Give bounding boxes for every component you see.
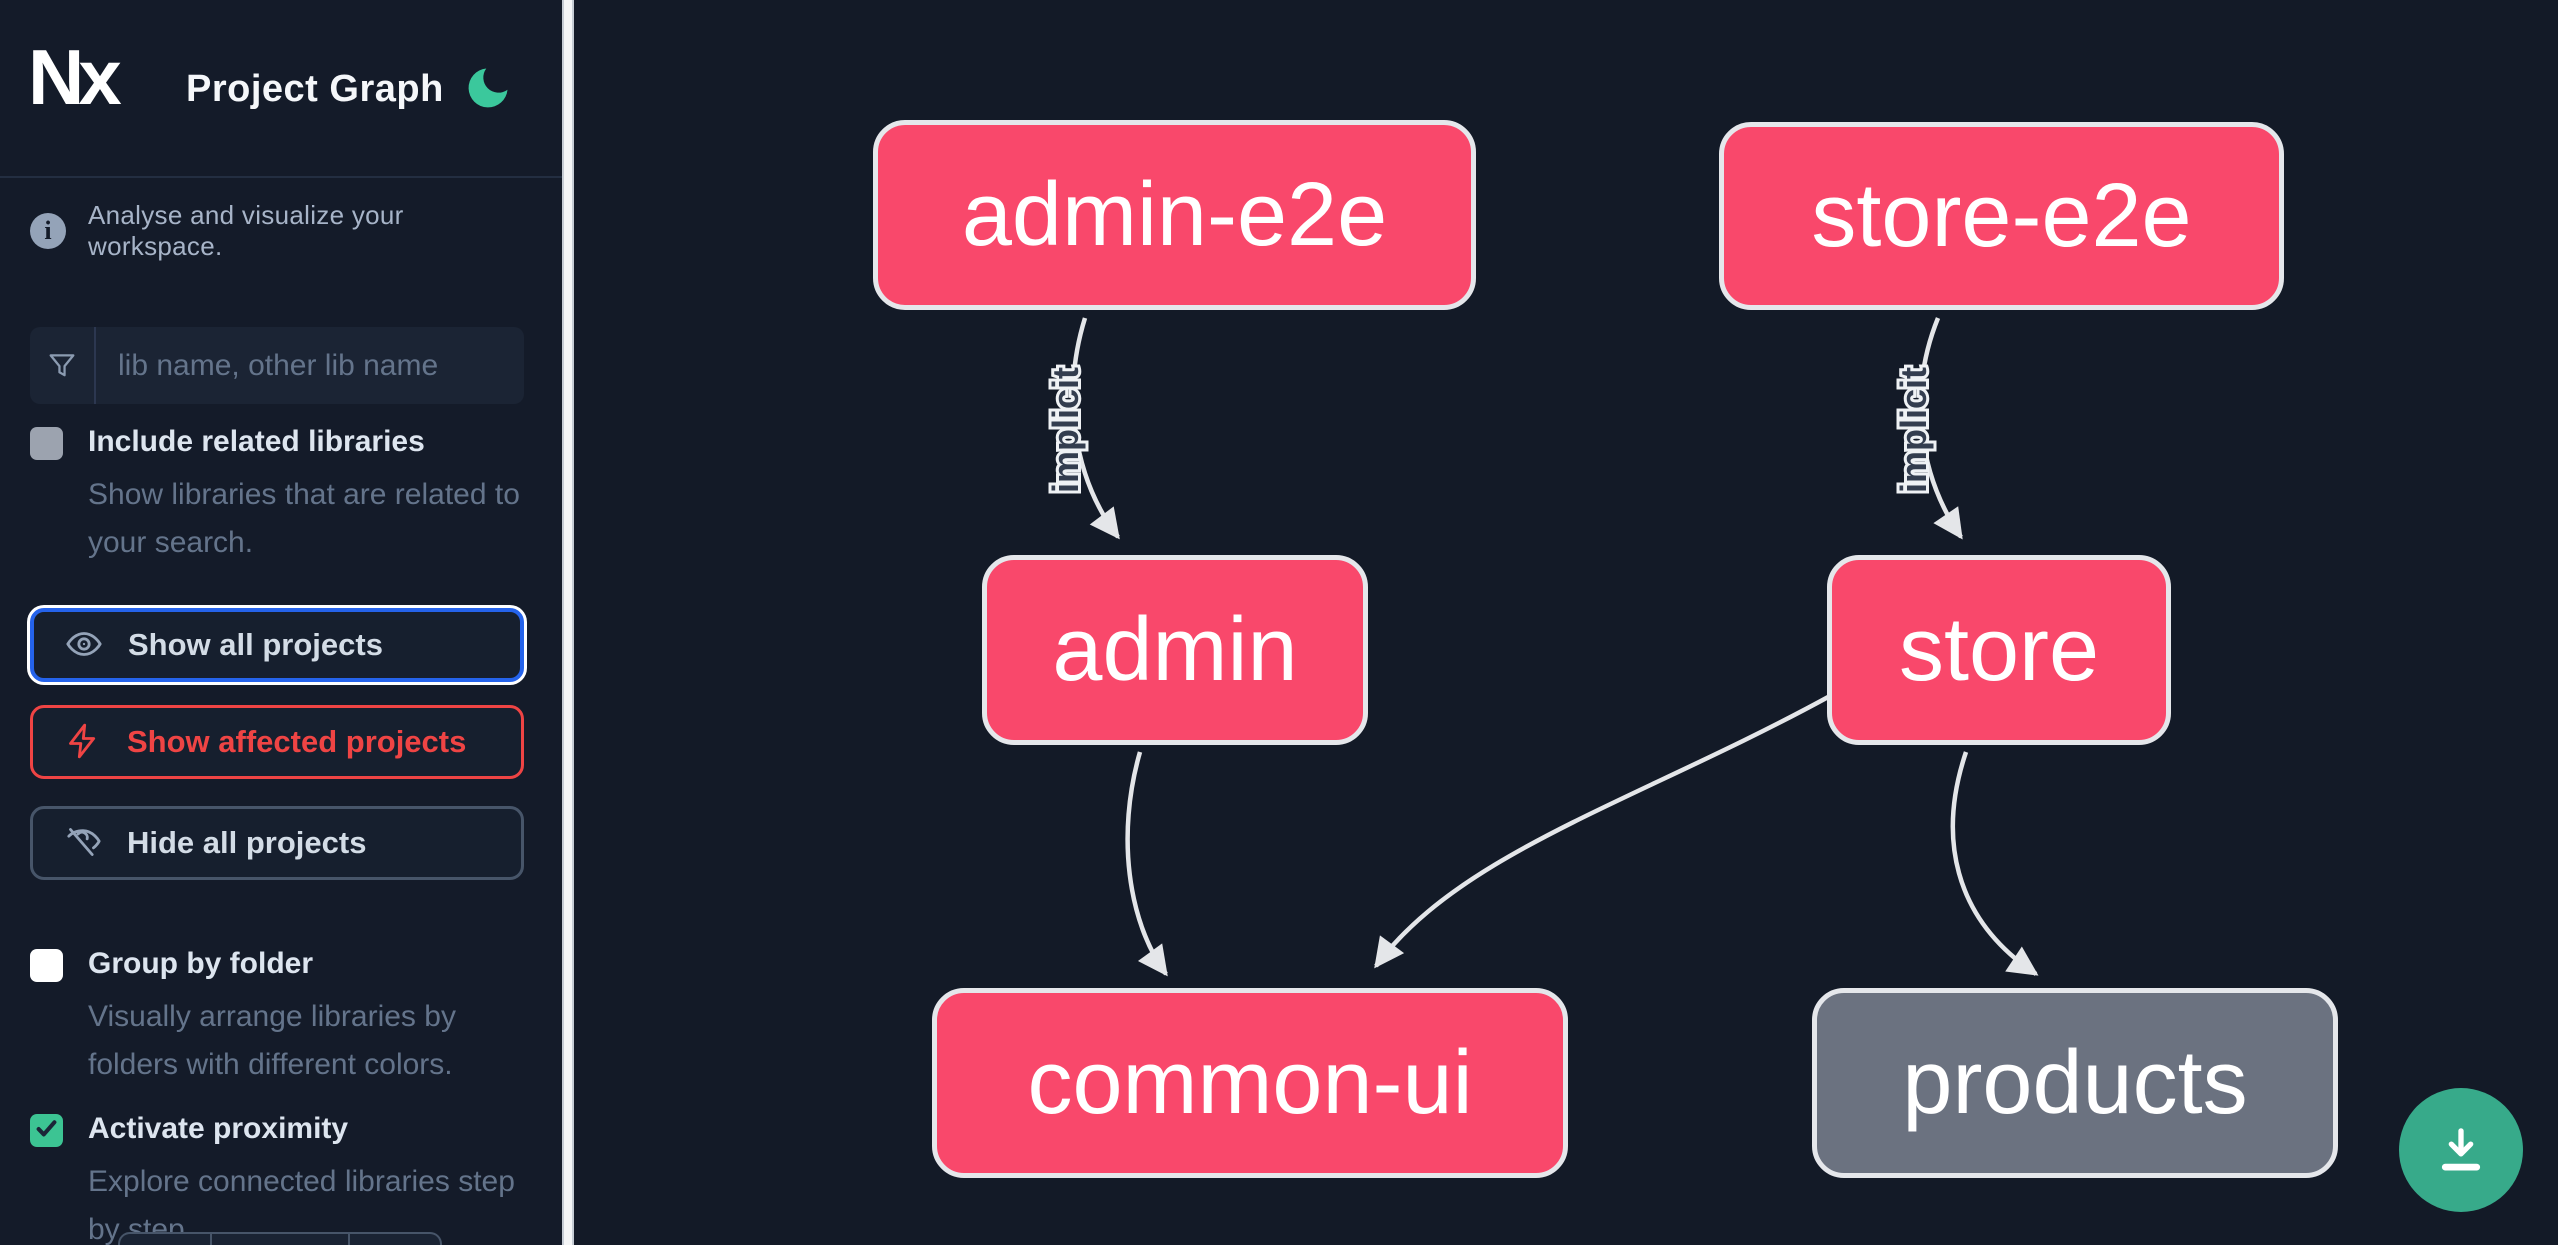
edge-label-implicit: implicit — [1045, 367, 1086, 493]
toggle-description: Explore connected libraries step by step… — [88, 1165, 515, 1245]
depth-increment-button[interactable] — [350, 1232, 442, 1245]
depth-decrement-button[interactable] — [118, 1232, 210, 1245]
graph-node-store-e2e[interactable]: store-e2e — [1719, 122, 2284, 310]
nx-logo: Nx — [28, 33, 122, 121]
tagline-text: Analyse and visualize your workspace. — [88, 200, 404, 261]
graph-node-store[interactable]: store — [1827, 555, 2171, 745]
button-label: Hide all projects — [127, 825, 367, 860]
toggle-label: Activate proximity — [88, 1112, 349, 1145]
edge-store-e2e-to-store — [1918, 317, 1963, 540]
activate-proximity-checkbox[interactable] — [30, 1114, 63, 1147]
moon-icon — [462, 68, 514, 117]
toggle-label: Group by folder — [88, 947, 313, 980]
button-label: Show all projects — [128, 627, 383, 662]
graph-node-admin[interactable]: admin — [982, 555, 1368, 745]
search-input[interactable] — [96, 327, 526, 404]
workspace-tagline: i Analyse and visualize your workspace. — [30, 200, 540, 262]
include-related-checkbox[interactable] — [30, 427, 63, 460]
graph-node-common-ui[interactable]: common-ui — [932, 988, 1568, 1178]
toggle-description: Show libraries that are related to your … — [88, 478, 520, 559]
edge-label-implicit: implicit — [1893, 367, 1934, 493]
graph-canvas[interactable]: implicit implicit admin-e2e store-e2e ad… — [574, 0, 2558, 1245]
lightning-bolt-icon — [63, 721, 103, 764]
toggle-label: Include related libraries — [88, 425, 425, 458]
proximity-depth-control — [118, 1232, 442, 1245]
sidebar-header: Nx Project Graph — [0, 0, 562, 178]
checkmark-icon — [33, 1115, 60, 1147]
info-icon: i — [30, 213, 66, 249]
edge-store-to-common-ui — [1374, 694, 1832, 969]
toggle-description: Visually arrange libraries by folders wi… — [88, 1000, 456, 1081]
sidebar-scrollbar[interactable] — [562, 0, 574, 1245]
button-label: Show affected projects — [127, 724, 467, 759]
include-related-toggle: Include related libraries Show libraries… — [30, 425, 530, 567]
edge-admin-to-common-ui — [1125, 751, 1168, 977]
graph-node-products[interactable]: products — [1812, 988, 2338, 1178]
filter-icon — [30, 327, 96, 404]
download-image-button[interactable] — [2399, 1088, 2523, 1212]
eye-off-icon — [63, 822, 103, 865]
group-by-folder-toggle: Group by folder Visually arrange librari… — [30, 947, 530, 1089]
group-by-folder-checkbox[interactable] — [30, 949, 63, 982]
show-affected-projects-button[interactable]: Show affected projects — [30, 705, 524, 779]
edge-admin-e2e-to-admin — [1070, 317, 1120, 540]
theme-toggle-button[interactable] — [462, 62, 514, 114]
sidebar: Nx Project Graph i Analyse and visualize… — [0, 0, 562, 1245]
page-title: Project Graph — [186, 68, 444, 110]
depth-value-display — [210, 1232, 350, 1245]
download-icon — [2432, 1120, 2490, 1181]
search-box — [30, 327, 526, 404]
graph-node-admin-e2e[interactable]: admin-e2e — [873, 120, 1476, 310]
edge-store-to-products — [1950, 751, 2039, 976]
hide-all-projects-button[interactable]: Hide all projects — [30, 806, 524, 880]
activate-proximity-toggle: Activate proximity Explore connected lib… — [30, 1112, 530, 1245]
show-all-projects-button[interactable]: Show all projects — [30, 608, 524, 682]
eye-icon — [64, 624, 104, 667]
